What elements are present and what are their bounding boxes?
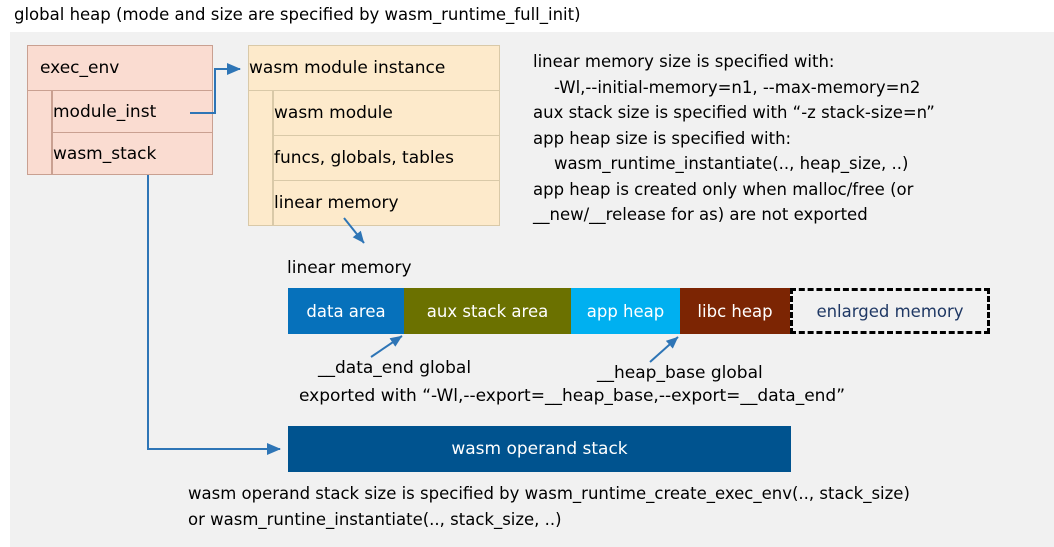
exec-env-fields: module_inst wasm_stack [52,91,213,175]
linear-memory-label: linear memory [287,258,412,278]
annotation-data-end: __data_end global [318,358,472,378]
memory-segment-app-heap: app heap [571,288,680,334]
memory-segment-label: data area [306,301,386,321]
wasm-operand-stack-label: wasm operand stack [451,439,628,459]
page-title: global heap (mode and size are specified… [14,5,581,24]
wasm-module-instance-gutter [248,91,273,226]
memory-segment-aux-stack-area: aux stack area [404,288,571,334]
wmi-field-funcs-globals-tables: funcs, globals, tables [273,136,500,181]
annotation-heap-base: __heap_base global [597,363,763,383]
wmi-field-wasm-module: wasm module [273,91,500,136]
exec-env-header-label: exec_env [40,58,120,78]
memory-segment-data-area: data area [288,288,404,334]
wasm-module-instance-body: wasm module funcs, globals, tables linea… [248,91,500,226]
memory-segment-label: app heap [586,301,665,321]
exec-env-field-module-inst: module_inst [52,91,213,133]
wmi-field-label: funcs, globals, tables [274,148,454,168]
memory-segment-label: libc heap [697,301,773,321]
operand-stack-note: wasm operand stack size is specified by … [188,484,910,529]
exec-env-field-label: module_inst [53,101,157,122]
memory-segment-label: aux stack area [426,301,549,321]
wmi-field-label: linear memory [274,193,399,213]
wasm-operand-stack-box: wasm operand stack [288,426,791,472]
exec-env-box: exec_env module_inst wasm_stack [27,45,213,175]
exec-env-body: module_inst wasm_stack [27,91,213,175]
memory-segment-libc-heap: libc heap [680,288,790,334]
wmi-field-linear-memory: linear memory [273,181,500,226]
linear-memory-bar: data area aux stack area app heap libc heap… [288,288,990,334]
configuration-notes: linear memory size is specified with: -W… [533,52,935,224]
exec-env-field-label: wasm_stack [53,143,157,164]
wasm-module-instance-box: wasm module instance wasm module funcs, … [248,45,500,226]
memory-segment-label: enlarged memory [816,301,964,321]
wasm-module-instance-header-label: wasm module instance [249,58,446,78]
exec-env-header: exec_env [27,45,213,91]
wasm-module-instance-fields: wasm module funcs, globals, tables linea… [273,91,500,226]
exec-env-field-wasm-stack: wasm_stack [52,133,213,175]
wasm-module-instance-header: wasm module instance [248,45,500,91]
annotation-exported-with: exported with “-Wl,--export=__heap_base,… [299,386,846,406]
memory-segment-enlarged-memory: enlarged memory [790,288,990,334]
wmi-field-label: wasm module [274,103,393,123]
exec-env-gutter [27,91,52,175]
